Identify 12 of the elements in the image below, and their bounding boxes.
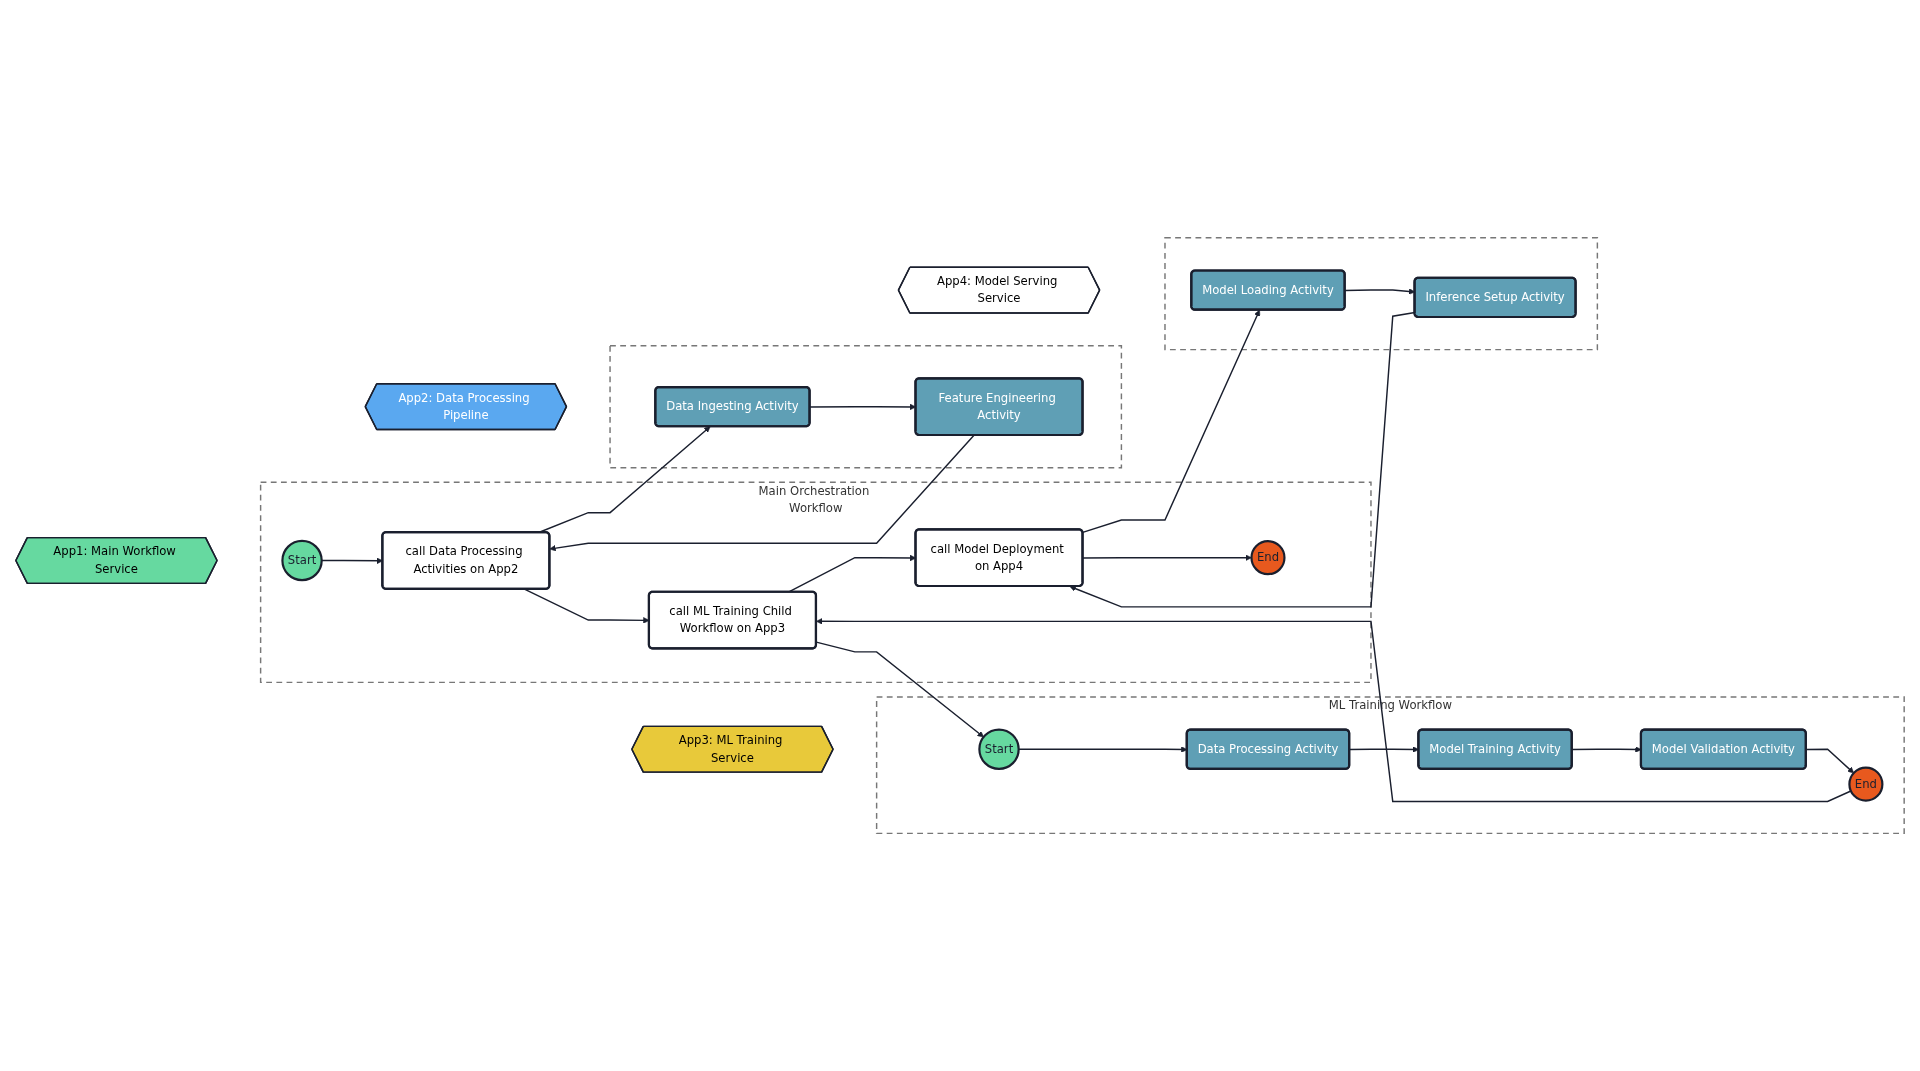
- arrow: [1082, 554, 1252, 561]
- arrow: [549, 434, 975, 552]
- arrow: [1805, 748, 1854, 774]
- cluster: [609, 344, 1123, 469]
- node-circle: End: [1250, 540, 1286, 576]
- node-circle: End: [1848, 766, 1884, 802]
- arrow: [1082, 309, 1261, 533]
- cluster: [1164, 237, 1599, 351]
- node-circle: Start: [281, 539, 323, 582]
- arrow: [815, 641, 984, 738]
- node-circle: Start: [978, 728, 1020, 770]
- arrow: [816, 618, 1852, 803]
